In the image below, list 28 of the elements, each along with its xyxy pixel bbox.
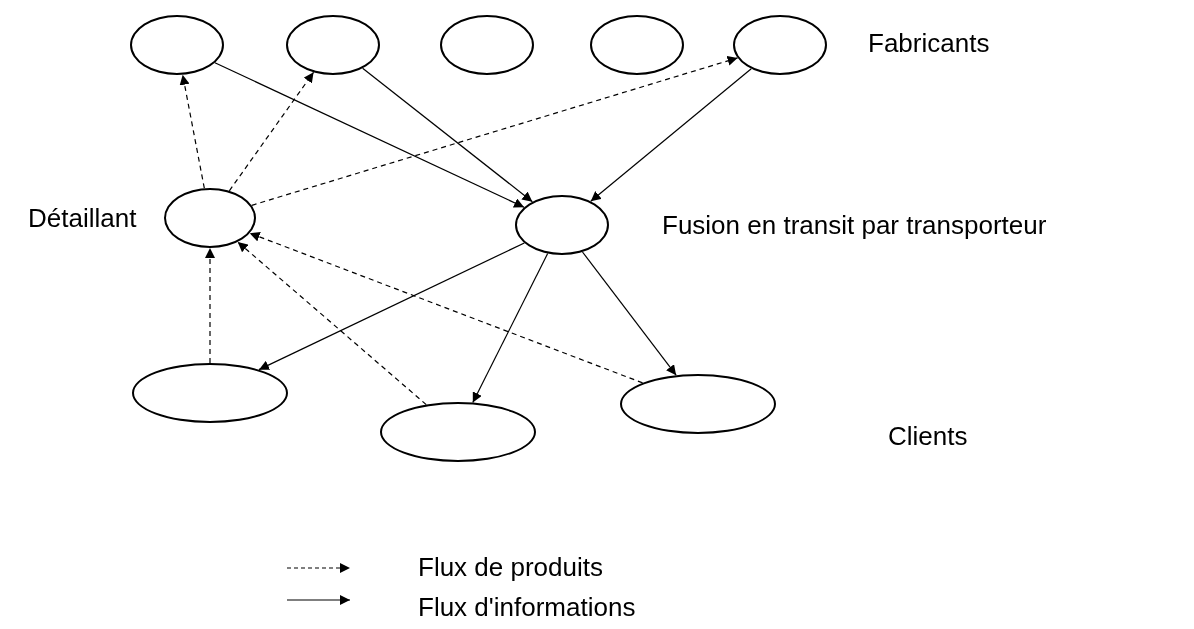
group-label: Clients (888, 423, 968, 449)
arrow (581, 251, 677, 376)
node-label: Fusion en transit par transporteur (662, 212, 1047, 238)
ellipse-node (164, 188, 256, 248)
ellipse-node (286, 15, 380, 75)
arrow (590, 68, 752, 202)
arrow (214, 62, 525, 208)
legend-text: Flux d'informations (418, 594, 636, 620)
group-label: Fabricants (868, 30, 990, 56)
arrow (362, 67, 533, 203)
arrow (179, 74, 205, 189)
ellipse-node (380, 402, 536, 462)
ellipse-node (590, 15, 684, 75)
ellipse-node (733, 15, 827, 75)
arrow (249, 232, 644, 384)
arrow (205, 247, 215, 364)
arrow (237, 241, 427, 406)
arrow (472, 252, 549, 404)
ellipse-node (130, 15, 224, 75)
arrow (251, 56, 739, 206)
legend-text: Flux de produits (418, 554, 603, 580)
arrow (228, 71, 315, 192)
node-label: Détaillant (28, 205, 137, 231)
arrow (258, 242, 525, 371)
ellipse-node (132, 363, 288, 423)
ellipse-node (440, 15, 534, 75)
ellipse-node (515, 195, 609, 255)
ellipse-node (620, 374, 776, 434)
